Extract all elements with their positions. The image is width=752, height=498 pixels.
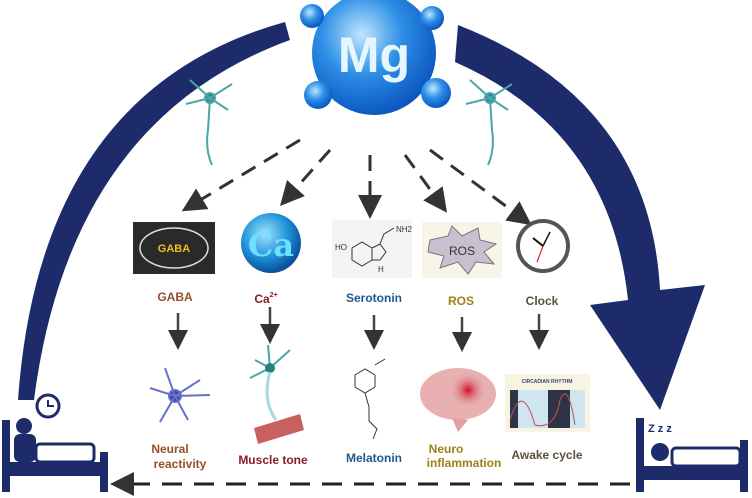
down-arrows [168, 307, 549, 352]
dashed-arrows [181, 138, 532, 226]
label-clock: Clock [526, 294, 559, 308]
neuron-icon [465, 79, 513, 166]
sleeping-in-bed-icon: Z z z [636, 418, 748, 492]
svg-text:Z z z: Z z z [648, 423, 672, 435]
label-serotonin: Serotonin [346, 291, 402, 305]
ros-burst-icon: ROS [422, 222, 502, 278]
svg-text:H: H [378, 265, 384, 274]
label-ros: ROS [448, 294, 474, 308]
svg-text:GABA: GABA [158, 243, 190, 255]
svg-text:HO: HO [335, 243, 347, 252]
right-cycle-arrow [455, 25, 705, 410]
svg-text:NH2: NH2 [396, 225, 413, 234]
svg-text:CIRCADIAN RHYTHM: CIRCADIAN RHYTHM [522, 379, 573, 385]
neuron-icon [185, 79, 233, 166]
melatonin-molecule-icon [354, 358, 386, 440]
label-calcium: Ca2+ [254, 292, 277, 306]
left-cycle-arc [18, 22, 290, 400]
clock-icon [516, 219, 570, 273]
inflamed-brain-icon [420, 368, 496, 432]
neuron-muscle-icon [249, 344, 304, 444]
outcome-muscle-tone: Muscle tone [238, 453, 308, 467]
mg-symbol: Mg [338, 27, 410, 83]
serotonin-molecule-icon: HO NH2 H [332, 220, 413, 278]
svg-text:Ca: Ca [248, 226, 294, 264]
outcome-melatonin: Melatonin [346, 451, 402, 465]
neuron-icon [149, 367, 211, 423]
svg-text:ROS: ROS [449, 244, 475, 258]
label-gaba: GABA [157, 290, 193, 304]
gaba-brain-icon: GABA [133, 222, 215, 274]
outcome-awake-cycle: Awake cycle [511, 448, 582, 462]
awake-in-bed-icon [2, 393, 108, 492]
circadian-rhythm-card: CIRCADIAN RHYTHM [505, 374, 590, 432]
calcium-bubble-icon: Ca [241, 213, 301, 273]
mg-bubble: Mg [300, 0, 451, 115]
